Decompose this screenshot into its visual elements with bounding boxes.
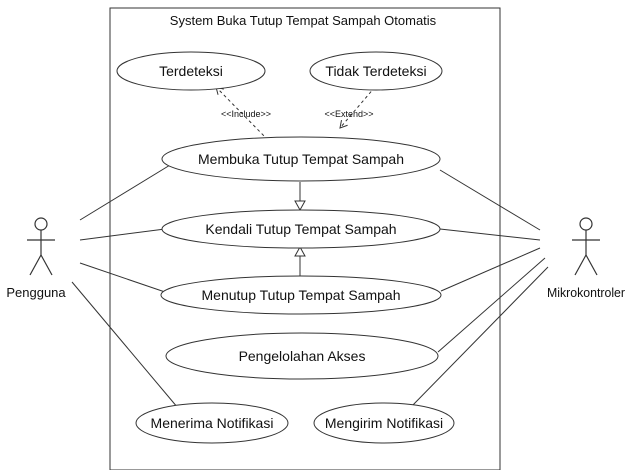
include-arrow [215, 86, 269, 141]
use-case-mengirim: Mengirim Notifikasi [313, 402, 455, 444]
assoc-mikro-kendali [439, 228, 541, 241]
actor-mikrokontroler-label: Mikrokontroler [547, 285, 626, 300]
assoc-pengguna-membuka [79, 161, 176, 221]
system-title: System Buka Tutup Tempat Sampah Otomatis [170, 13, 437, 28]
svg-text:Tidak Terdeteksi: Tidak Terdeteksi [325, 63, 426, 79]
use-case-pengelolahan: Pengelolahan Akses [165, 332, 439, 380]
assoc-mikro-mengirim [409, 266, 549, 409]
actor-pengguna-label: Pengguna [6, 285, 66, 300]
system-boundary [109, 7, 501, 470]
svg-text:Pengelolahan Akses: Pengelolahan Akses [239, 348, 366, 364]
use-case-menutup: Menutup Tutup Tempat Sampah [160, 275, 442, 315]
use-case-kendali: Kendali Tutup Tempat Sampah [161, 209, 441, 249]
use-case-terdeteksi: Terdeteksi [116, 51, 266, 91]
assoc-pengguna-menerima [71, 281, 179, 409]
svg-text:Menerima Notifikasi: Menerima Notifikasi [151, 415, 274, 431]
svg-text:Membuka Tutup Tempat Sampah: Membuka Tutup Tempat Sampah [198, 151, 404, 167]
svg-text:Terdeteksi: Terdeteksi [159, 63, 223, 79]
assoc-pengguna-menutup [79, 262, 166, 293]
use-case-tidak-terdeteksi: Tidak Terdeteksi [309, 51, 443, 91]
extend-label: <<Extend>> [324, 109, 373, 119]
svg-text:Kendali Tutup Tempat Sampah: Kendali Tutup Tempat Sampah [205, 221, 396, 237]
include-label: <<Include>> [221, 109, 271, 119]
use-case-membuka: Membuka Tutup Tempat Sampah [161, 136, 441, 182]
extend-arrow [339, 86, 376, 129]
assoc-mikro-menutup [440, 247, 541, 292]
actor-pengguna [27, 217, 55, 276]
use-case-menerima: Menerima Notifikasi [135, 402, 289, 444]
svg-text:Menutup Tutup Tempat Sampah: Menutup Tutup Tempat Sampah [202, 287, 401, 303]
actor-mikrokontroler [572, 217, 600, 276]
association-lines [71, 161, 549, 409]
assoc-pengguna-kendali [79, 228, 166, 241]
assoc-mikro-pengelolahan [437, 257, 546, 353]
svg-text:Mengirim Notifikasi: Mengirim Notifikasi [325, 415, 443, 431]
assoc-mikro-membuka [439, 169, 541, 231]
